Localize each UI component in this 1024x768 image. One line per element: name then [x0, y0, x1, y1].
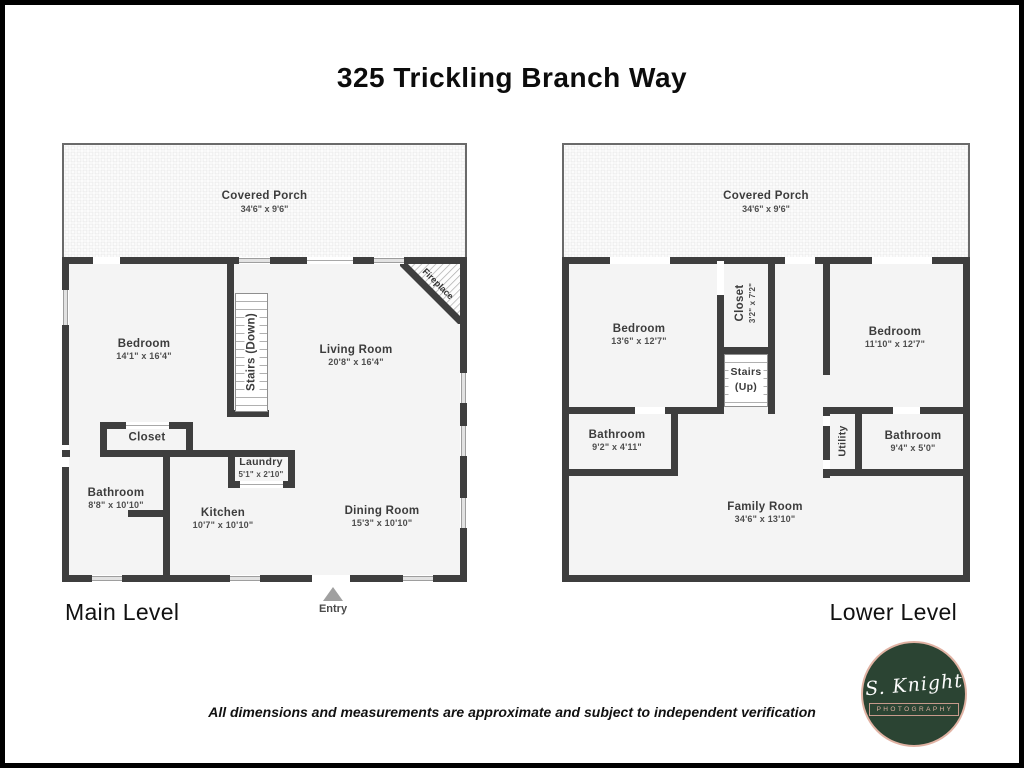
door-opening [610, 257, 670, 264]
stairs-down-label: Stairs (Down) [244, 310, 260, 394]
stairs-up-label: Stairs (Up) [728, 365, 764, 395]
wall [823, 469, 862, 476]
main-covered-porch: Covered Porch 34'6" x 9'6" [62, 143, 467, 260]
wall [62, 450, 70, 457]
wall [855, 469, 970, 476]
main-porch-label: Covered Porch 34'6" x 9'6" [221, 190, 308, 214]
door-opening [823, 416, 830, 426]
wall [562, 257, 569, 582]
room-bedroom-left: Bedroom 13'6" x 12'7" [611, 323, 667, 346]
door-opening [785, 257, 815, 264]
wall [562, 575, 970, 582]
room-dining-room: Dining Room 15'3" x 10'10" [344, 505, 420, 528]
door-opening [717, 261, 724, 295]
wall [100, 422, 107, 457]
entry-arrow-icon [323, 587, 343, 601]
closet-door [126, 422, 169, 429]
laundry-door [240, 481, 283, 488]
wall [100, 450, 295, 457]
wall [169, 422, 193, 429]
window [62, 290, 69, 325]
wall [283, 481, 295, 488]
lower-floor-area [562, 257, 970, 582]
entry-label: Entry [318, 603, 348, 615]
wall [227, 257, 234, 417]
main-level-label: Main Level [65, 599, 180, 625]
wall [460, 257, 467, 582]
wall [62, 575, 467, 582]
room-bedroom: Bedroom 14'1" x 16'4" [116, 338, 172, 361]
disclaimer-text: All dimensions and measurements are appr… [208, 704, 816, 720]
wall [855, 407, 862, 476]
door-opening [893, 407, 920, 414]
room-bathroom: Bathroom 8'8" x 10'10" [87, 487, 145, 510]
main-level-plan: Covered Porch 34'6" x 9'6" Stairs (Down) [62, 143, 467, 583]
room-closet: Closet [128, 431, 166, 444]
fireplace: Fireplace [400, 264, 460, 324]
room-laundry: Laundry 5'1" x 2'10" [238, 456, 284, 479]
wall [768, 257, 775, 414]
lower-level-label: Lower Level [829, 599, 957, 625]
door-opening [872, 257, 932, 264]
wall [62, 257, 69, 582]
wall [823, 414, 830, 478]
logo-subtitle: PHOTOGRAPHY [868, 703, 960, 716]
lower-level-plan: Covered Porch 34'6" x 9'6" Stairs (Up) C… [562, 143, 970, 583]
room-bathroom-left: Bathroom 9'2" x 4'11" [588, 429, 646, 452]
wall [562, 257, 970, 264]
photographer-logo: S. Knight PHOTOGRAPHY [861, 641, 967, 747]
wall [100, 422, 126, 429]
window [460, 373, 467, 403]
wall [228, 481, 240, 488]
door-opening [635, 407, 665, 414]
wall [228, 450, 235, 488]
fireplace-wall [400, 264, 460, 324]
window [403, 575, 433, 582]
page-title: 325 Trickling Branch Way [336, 62, 688, 93]
room-closet-lower: Closet 3'2" x 7'2" [734, 282, 757, 324]
room-bedroom-right: Bedroom 11'10" x 12'7" [864, 326, 926, 349]
door-opening [307, 257, 353, 264]
room-living-room: Living Room 20'8" x 16'4" [319, 344, 393, 367]
window [374, 257, 404, 264]
wall [163, 457, 170, 582]
room-kitchen: Kitchen 10'7" x 10'10" [192, 507, 254, 530]
wall [186, 422, 193, 457]
window [460, 426, 467, 456]
window [230, 575, 260, 582]
door-opening [93, 257, 120, 264]
wall [227, 410, 269, 417]
entry-door-opening [312, 575, 350, 582]
room-bathroom-right: Bathroom 9'4" x 5'0" [884, 430, 942, 453]
window [460, 498, 467, 528]
wall [717, 257, 724, 414]
wall [288, 450, 295, 488]
wall [823, 257, 830, 375]
logo-name: S. Knight [864, 669, 964, 701]
wall [963, 257, 970, 582]
window [239, 257, 270, 264]
window [92, 575, 122, 582]
wall [128, 510, 163, 517]
lower-porch-label: Covered Porch 34'6" x 9'6" [723, 190, 809, 214]
wall [671, 407, 678, 476]
wall [717, 347, 775, 354]
lower-covered-porch: Covered Porch 34'6" x 9'6" [562, 143, 970, 260]
door-opening [823, 460, 830, 471]
room-utility: Utility [836, 425, 849, 457]
room-family-room: Family Room 34'6" x 13'10" [727, 501, 803, 524]
wall [562, 469, 678, 476]
